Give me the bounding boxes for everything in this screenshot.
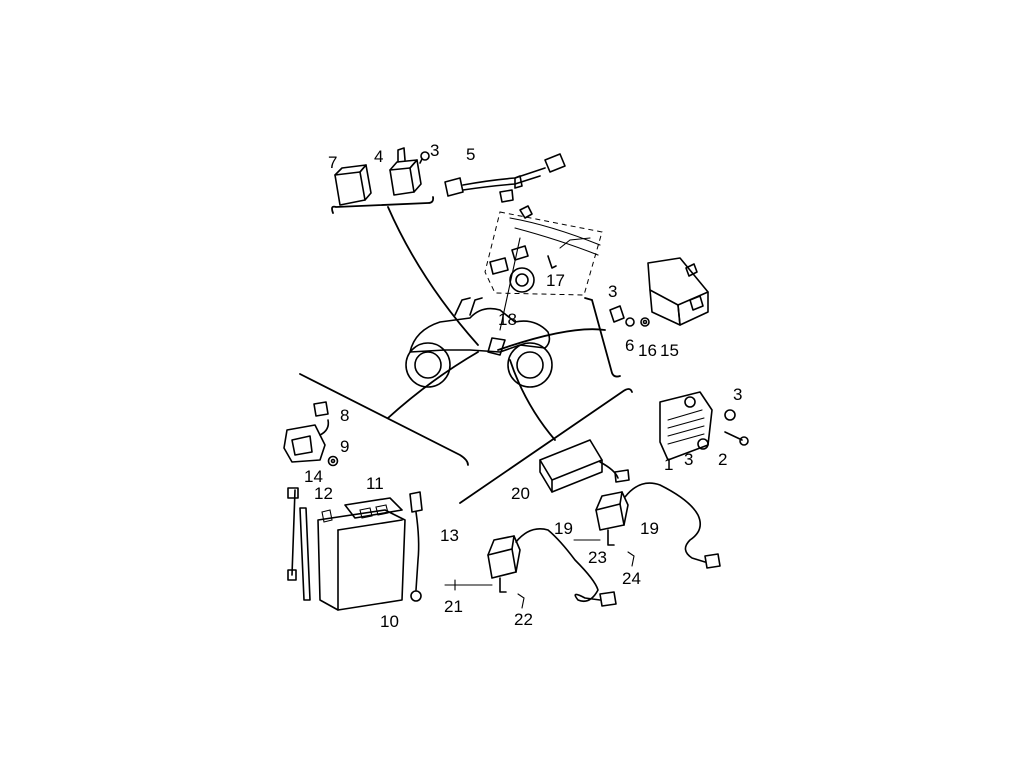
part-3-bolt-d — [697, 438, 709, 450]
label-1: 1 — [664, 455, 673, 474]
part-21-bolt — [444, 579, 493, 591]
label-7: 7 — [328, 153, 337, 172]
part-8-starter-relay — [283, 401, 330, 463]
part-2-bolt — [724, 431, 749, 446]
label-10: 10 — [380, 612, 399, 631]
part-10-battery — [317, 497, 406, 611]
part-6-washer — [625, 317, 635, 327]
part-13-cable — [409, 491, 423, 602]
part-7-relay — [334, 164, 372, 206]
part-17-ignition-switch — [484, 205, 603, 296]
label-3a: 3 — [430, 141, 439, 160]
part-9-nut — [327, 455, 339, 467]
label-19a: 19 — [554, 519, 573, 538]
part-16-nut — [640, 317, 650, 327]
label-11: 11 — [366, 474, 384, 493]
label-16: 16 — [638, 341, 657, 360]
label-14: 14 — [304, 467, 323, 486]
group-brackets — [299, 196, 633, 504]
part-23-sensor-right — [595, 491, 629, 546]
label-2: 2 — [718, 450, 727, 469]
part-3-bolt-c — [724, 409, 736, 421]
part-3-bolt-b — [609, 305, 625, 323]
label-13: 13 — [440, 526, 459, 545]
label-8: 8 — [340, 406, 349, 425]
part-12-strap — [299, 507, 311, 601]
label-12: 12 — [314, 484, 333, 503]
label-6: 6 — [625, 336, 634, 355]
label-18: 18 — [498, 310, 517, 329]
label-24: 24 — [622, 569, 641, 588]
part-22-clip — [517, 593, 525, 609]
part-3-screw-a — [419, 151, 430, 164]
part-19-sensor-left — [487, 535, 521, 593]
label-21: 21 — [444, 597, 463, 616]
part-24-clip-right — [627, 551, 635, 567]
part-11-cover — [321, 509, 333, 523]
label-3d: 3 — [684, 450, 693, 469]
part-19-cable-left — [515, 528, 617, 607]
part-14-cable — [287, 487, 299, 581]
label-19b: 19 — [640, 519, 659, 538]
part-4-relay — [389, 147, 422, 196]
label-23: 23 — [588, 548, 607, 567]
label-5: 5 — [466, 145, 475, 164]
label-3b: 3 — [608, 282, 617, 301]
part-20-module — [539, 439, 630, 493]
label-17: 17 — [546, 271, 565, 290]
label-15: 15 — [660, 341, 679, 360]
label-20: 20 — [511, 484, 530, 503]
label-9: 9 — [340, 437, 349, 456]
reference-labels: 1 2 3 4 5 6 7 8 9 10 11 12 13 14 15 16 1… — [304, 141, 742, 631]
label-22: 22 — [514, 610, 533, 629]
leader-lines — [387, 206, 606, 441]
part-15-control-module — [647, 257, 709, 326]
label-4: 4 — [374, 147, 383, 166]
label-3c: 3 — [733, 385, 742, 404]
part-19-cable-right — [624, 482, 721, 569]
motorcycle-outline — [405, 297, 553, 388]
part-5-wire-harness — [444, 153, 566, 203]
